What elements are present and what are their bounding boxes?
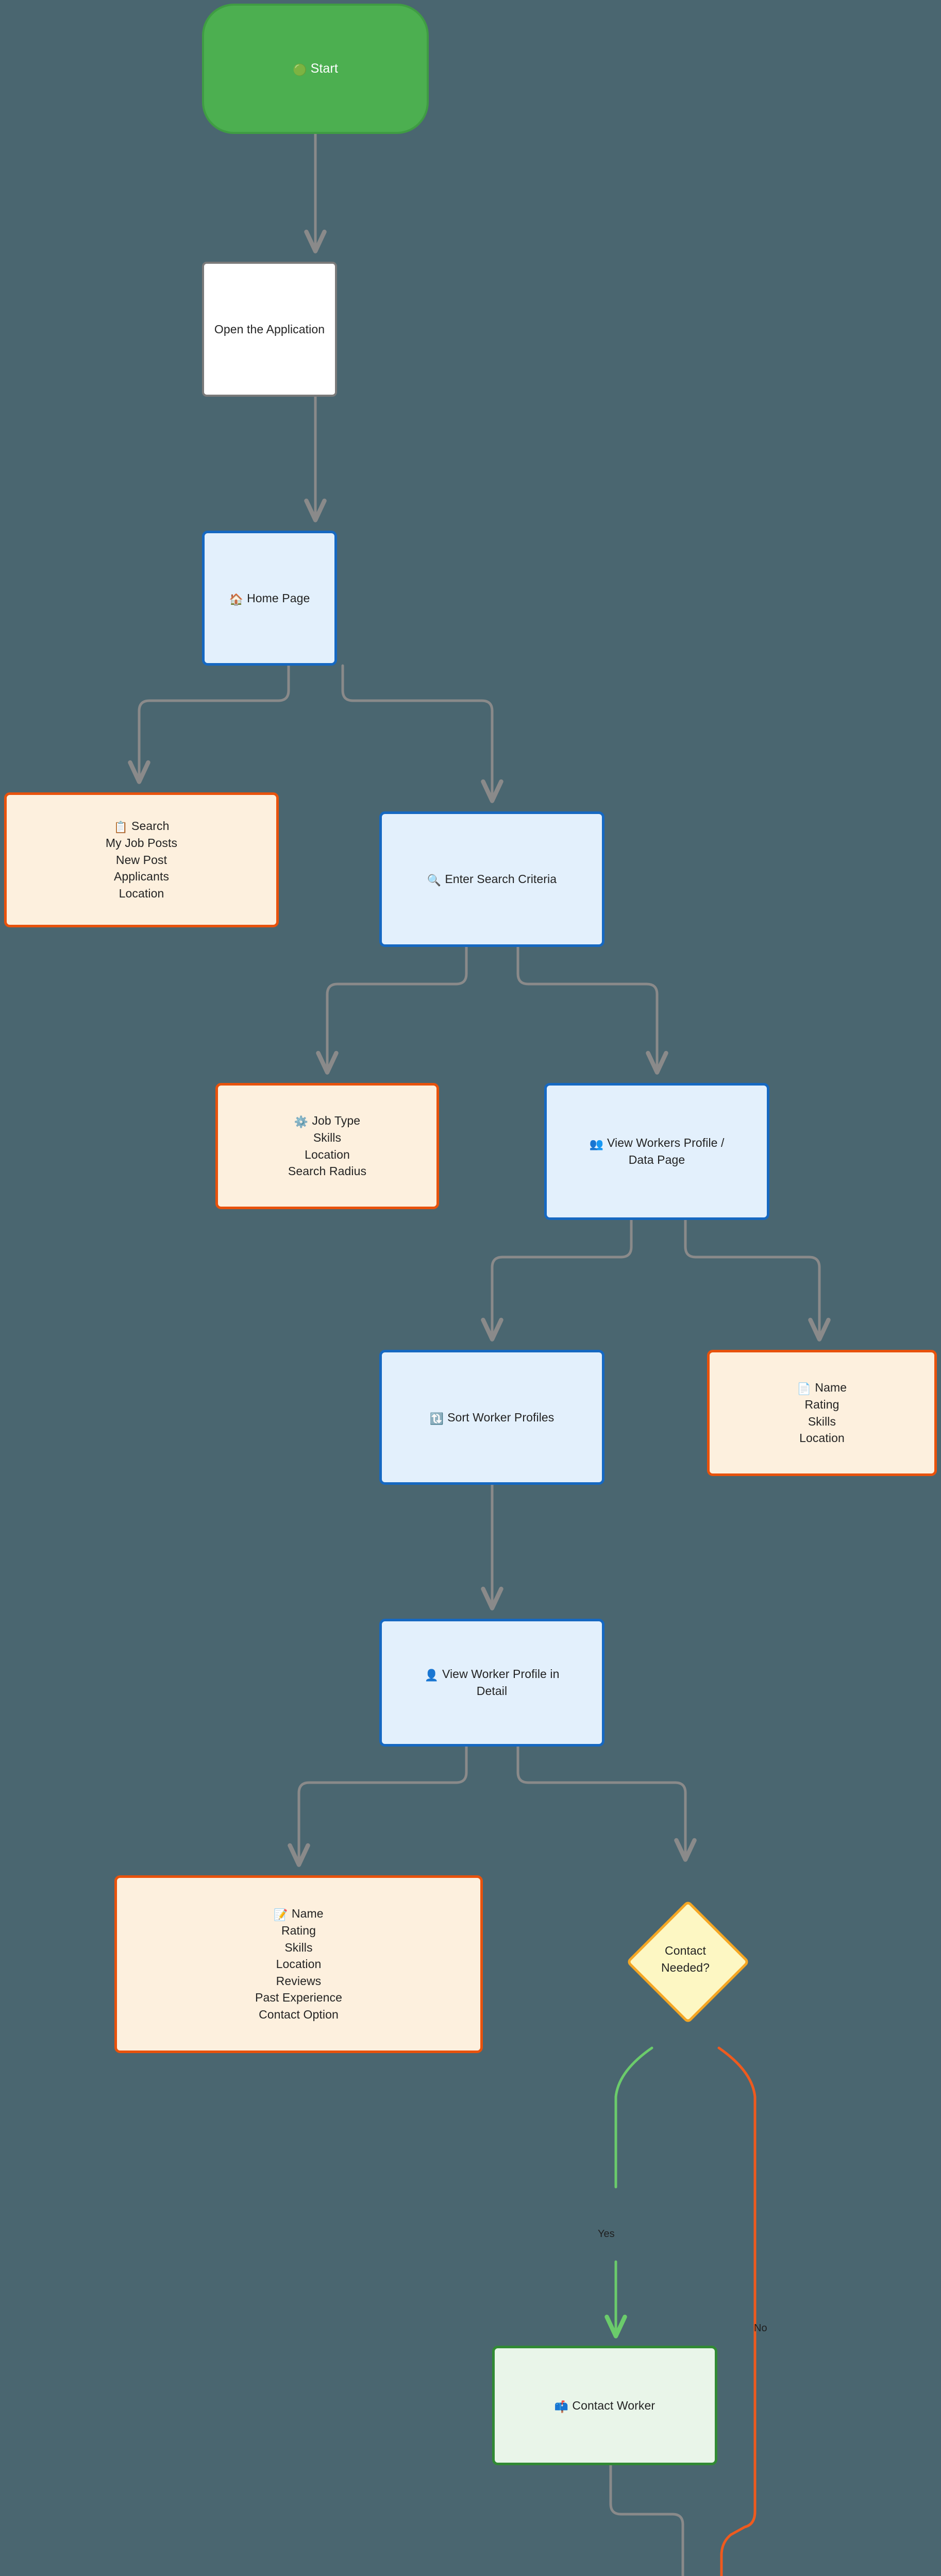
edge-profile-detail-to-fields <box>288 1745 468 1867</box>
edge-label-no: No <box>754 2323 767 2334</box>
node-search-criteria-fields[interactable]: ⚙️Job Type Skills Location Search Radius <box>215 1083 439 1209</box>
worker-list-field-skills: Skills <box>808 1414 836 1428</box>
worker-detail-field-contact-option: Contact Option <box>259 2008 339 2022</box>
edge-view-workers-to-sort <box>481 1218 633 1342</box>
edge-decision-yes <box>614 2046 653 2189</box>
node-home-page-line-0: 🏠Home Page <box>229 591 310 606</box>
node-worker-detail-fields[interactable]: 📝Name Rating Skills Location Reviews Pas… <box>114 1875 483 2053</box>
gear-icon: ⚙️ <box>294 1115 309 1129</box>
search-criteria-field-location: Location <box>305 1147 350 1161</box>
worker-detail-field-skills: Skills <box>284 1940 313 1954</box>
home-page-options-item-applicants: Applicants <box>113 870 170 884</box>
memo-icon: 📝 <box>274 1908 288 1922</box>
node-sort-worker-profiles[interactable]: 🔃Sort Worker Profiles <box>379 1350 604 1485</box>
node-home-page[interactable]: 🏠Home Page <box>202 531 337 666</box>
worker-detail-field-location: Location <box>276 1957 322 1971</box>
node-start-line-0: 🟢Start <box>293 61 338 76</box>
node-view-workers-profile-line-0: 👥View Workers Profile / <box>589 1136 725 1151</box>
person-icon: 👤 <box>424 1669 439 1682</box>
edge-decision-no <box>717 2046 757 2576</box>
home-page-options-item-my-job-posts: My Job Posts <box>105 836 178 850</box>
page-icon: 📄 <box>797 1382 812 1396</box>
node-contact-needed-line-1: Needed? <box>661 1961 710 1974</box>
home-page-options-item-new-post: New Post <box>115 853 167 867</box>
magnifier-icon: 🔍 <box>427 874 442 887</box>
home-page-options-item-location: Location <box>119 886 164 900</box>
search-criteria-field-skills: Skills <box>313 1130 342 1144</box>
node-view-worker-profile-detail-line-0: 👤View Worker Profile in <box>424 1667 560 1682</box>
edge-label-yes: Yes <box>598 2228 615 2240</box>
edge-view-workers-to-list-fields <box>684 1218 831 1342</box>
node-worker-list-fields[interactable]: 📄Name Rating Skills Location <box>707 1350 937 1476</box>
node-enter-search-criteria-line-0: 🔍Enter Search Criteria <box>427 872 557 887</box>
node-contact-worker[interactable]: 📫Contact Worker <box>492 2346 717 2465</box>
node-open-application-line-0: Open the Application <box>214 322 325 336</box>
node-open-application[interactable]: Open the Application <box>202 262 337 397</box>
clipboard-icon: 📋 <box>113 821 128 834</box>
edge-home-page-to-enter-search-criteria <box>341 664 503 803</box>
node-enter-search-criteria[interactable]: 🔍Enter Search Criteria <box>379 811 604 947</box>
mailbox-icon: 📫 <box>554 2400 569 2413</box>
node-contact-worker-line-0: 📫Contact Worker <box>554 2398 656 2413</box>
node-view-worker-profile-detail-line-1: Detail <box>476 1684 508 1698</box>
edge-contact-worker-to-end <box>609 2464 684 2576</box>
green-circle-icon: 🟢 <box>293 63 307 76</box>
search-criteria-field-job-type: ⚙️Job Type <box>294 1114 361 1129</box>
search-criteria-field-search-radius: Search Radius <box>288 1164 367 1178</box>
worker-list-field-rating: Rating <box>804 1397 839 1411</box>
node-contact-needed-line-0: Contact <box>665 1944 706 1958</box>
node-sort-worker-profiles-line-0: 🔃Sort Worker Profiles <box>429 1410 554 1425</box>
edge-search-criteria-to-fields <box>316 945 468 1075</box>
node-home-page-options[interactable]: 📋Search My Job Posts New Post Applicants… <box>4 792 279 927</box>
node-start[interactable]: 🟢Start <box>202 4 429 134</box>
worker-detail-field-name: 📝Name <box>274 1907 324 1922</box>
people-icon: 👥 <box>589 1138 603 1151</box>
node-contact-needed[interactable]: Contact Needed? <box>586 1860 785 2059</box>
edge-profile-detail-to-decision <box>516 1745 697 1862</box>
worker-detail-field-rating: Rating <box>281 1923 316 1937</box>
house-icon: 🏠 <box>229 592 244 606</box>
edge-home-page-to-options <box>128 664 290 784</box>
node-view-workers-profile-line-1: Data Page <box>628 1153 685 1166</box>
sort-arrows-icon: 🔃 <box>429 1412 444 1425</box>
node-view-worker-profile-detail[interactable]: 👤View Worker Profile in Detail <box>379 1619 604 1747</box>
edge-search-criteria-to-view-workers <box>516 945 668 1075</box>
home-page-options-item-search: 📋Search <box>113 819 170 834</box>
node-view-workers-profile[interactable]: 👥View Workers Profile / Data Page <box>544 1083 769 1220</box>
worker-detail-field-reviews: Reviews <box>276 1974 322 1988</box>
worker-list-field-location: Location <box>799 1431 845 1445</box>
worker-detail-field-past-experience: Past Experience <box>255 1991 342 2005</box>
worker-list-field-name: 📄Name <box>797 1381 847 1396</box>
